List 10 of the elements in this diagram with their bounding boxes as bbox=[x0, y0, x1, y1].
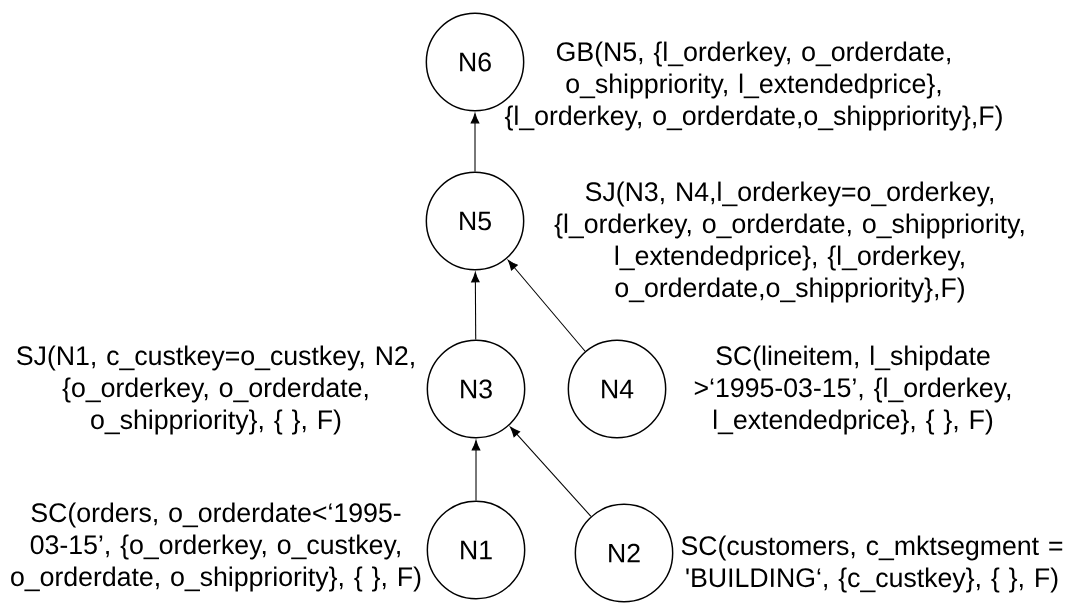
operator-text: SJ(N3, N4,l_orderkey=o_orderkey, {l_orderkey, o_orderdate, o_shippriority, l_extendedprice}, {l_orderkey, o_orderdate,o_shippriority},F) bbox=[554, 181, 1024, 303]
arrow bbox=[471, 440, 481, 502]
operator-text: SJ(N1, c_custkey=o_custkey, N2, {o_orderkey, o_orderdate, o_shippriority}, { }, F) bbox=[17, 345, 414, 435]
arrow bbox=[507, 259, 586, 352]
arrow bbox=[470, 113, 480, 173]
operator-text: SC(customers, c_mktsegment = 'BUILDING‘, {c_custkey}, { }, F) bbox=[681, 535, 1063, 593]
arrow bbox=[471, 272, 480, 341]
arrow bbox=[510, 426, 592, 517]
operator-text: SC(orders, o_orderdate<‘1995-03-15’, {o_orderkey, o_custkey, o_orderdate, o_shippriority}, { }, F) bbox=[11, 502, 421, 592]
operator-text: SC(lineitem, l_shipdate >‘1995-03-15’, {l_orderkey, l_extendedprice}, { }, F) bbox=[694, 345, 1011, 435]
